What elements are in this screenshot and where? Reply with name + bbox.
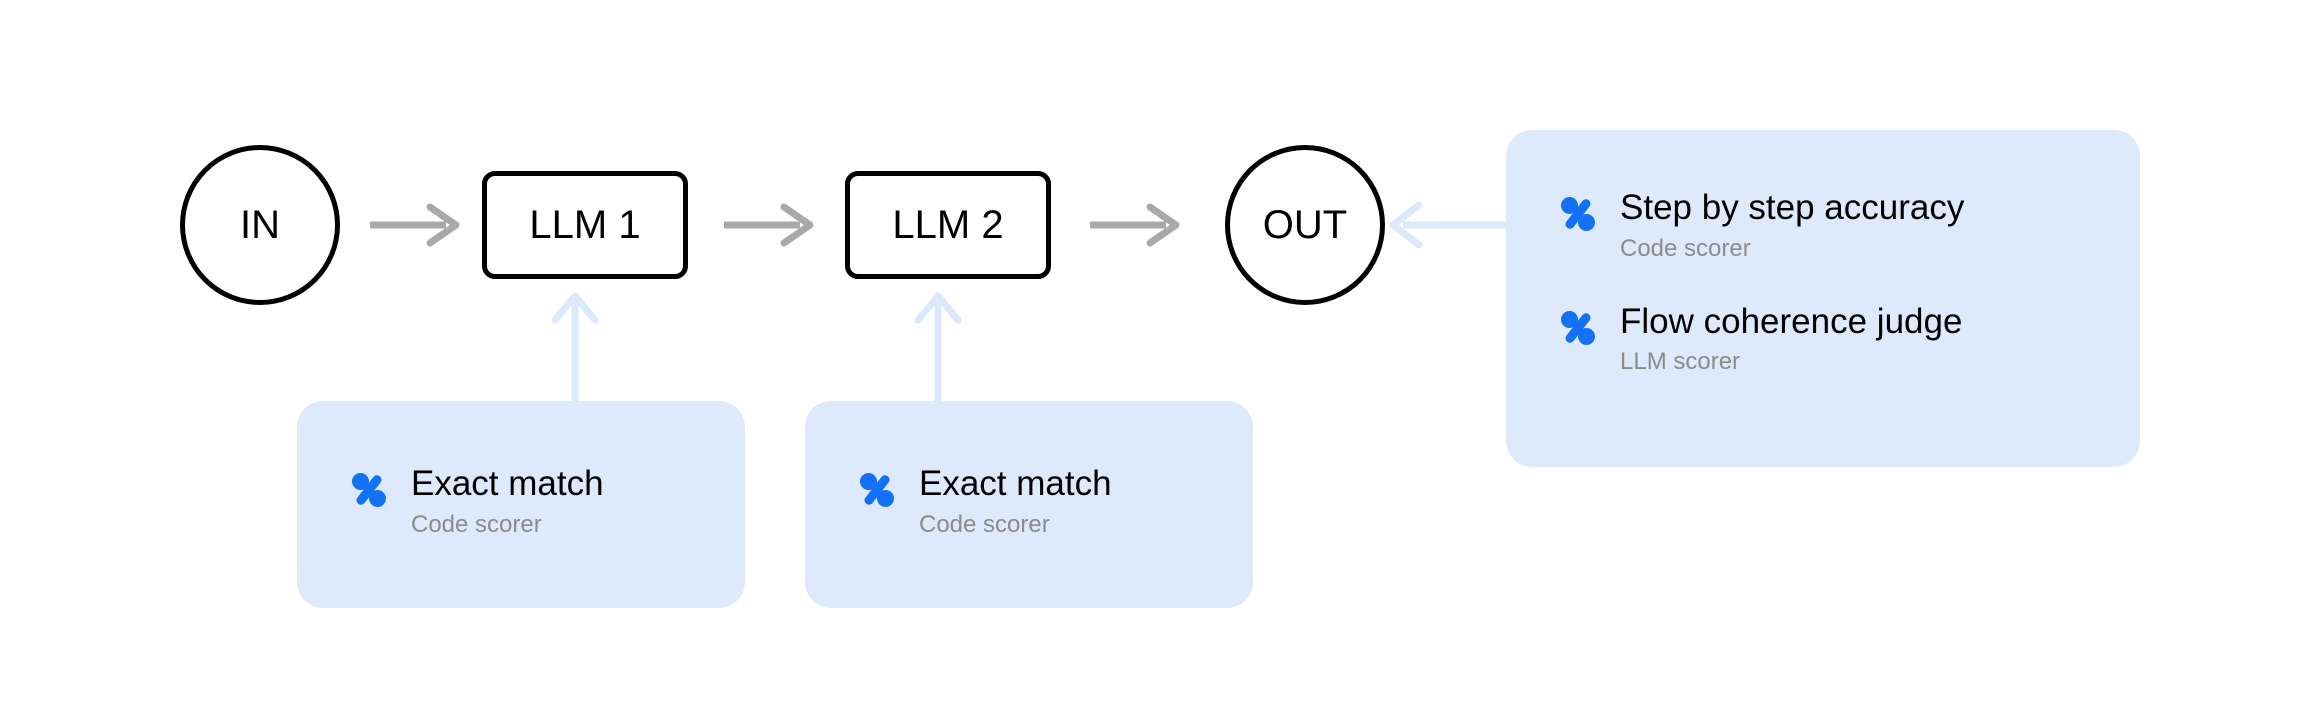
percent-icon xyxy=(860,473,894,507)
scorer-item[interactable]: Step by step accuracy Code scorer xyxy=(1558,188,2140,264)
scorer-title: Exact match xyxy=(919,464,1112,503)
scorer-card-llm1[interactable]: Exact match Code scorer xyxy=(297,401,745,608)
node-out-label: OUT xyxy=(1262,203,1348,247)
scorer-item[interactable]: Flow coherence judge LLM scorer xyxy=(1558,302,2140,378)
arrow-card-llm2-to-llm2 xyxy=(914,292,962,408)
node-llm2-label: LLM 2 xyxy=(892,203,1004,247)
node-llm2[interactable]: LLM 2 xyxy=(845,171,1051,279)
node-llm1[interactable]: LLM 1 xyxy=(482,171,688,279)
scorer-title: Flow coherence judge xyxy=(1620,301,1963,341)
arrow-in-to-llm1 xyxy=(370,203,460,247)
scorer-subtitle: Code scorer xyxy=(1620,234,1751,262)
arrow-card-llm1-to-llm1 xyxy=(551,292,599,408)
scorer-card-llm2[interactable]: Exact match Code scorer xyxy=(805,401,1253,608)
node-in[interactable]: IN xyxy=(180,145,340,305)
scorer-title: Step by step accuracy xyxy=(1620,188,1965,227)
scorer-subtitle: Code scorer xyxy=(919,510,1050,538)
scorer-item[interactable]: Exact match Code scorer xyxy=(857,464,1253,540)
scorer-item[interactable]: Exact match Code scorer xyxy=(349,464,745,540)
scorer-text-group: Flow coherence judge LLM scorer xyxy=(1620,302,1962,378)
scorer-text-group: Step by step accuracy Code scorer xyxy=(1620,188,1964,264)
scorer-subtitle: LLM scorer xyxy=(1620,348,1741,376)
scorer-title: Exact match xyxy=(411,464,604,503)
scorer-card-out[interactable]: Step by step accuracy Code scorer Flow c… xyxy=(1506,130,2140,467)
scorer-text-group: Exact match Code scorer xyxy=(919,464,1112,540)
percent-icon xyxy=(1561,310,1595,345)
node-out[interactable]: OUT xyxy=(1225,145,1385,305)
arrow-llm2-to-out xyxy=(1090,203,1180,247)
node-llm1-label: LLM 1 xyxy=(529,203,641,247)
percent-icon xyxy=(352,473,386,507)
arrow-llm1-to-llm2 xyxy=(724,203,814,247)
node-in-label: IN xyxy=(240,203,280,247)
scorer-text-group: Exact match Code scorer xyxy=(411,464,604,540)
percent-icon xyxy=(1561,197,1595,231)
scorer-subtitle: Code scorer xyxy=(411,510,542,538)
